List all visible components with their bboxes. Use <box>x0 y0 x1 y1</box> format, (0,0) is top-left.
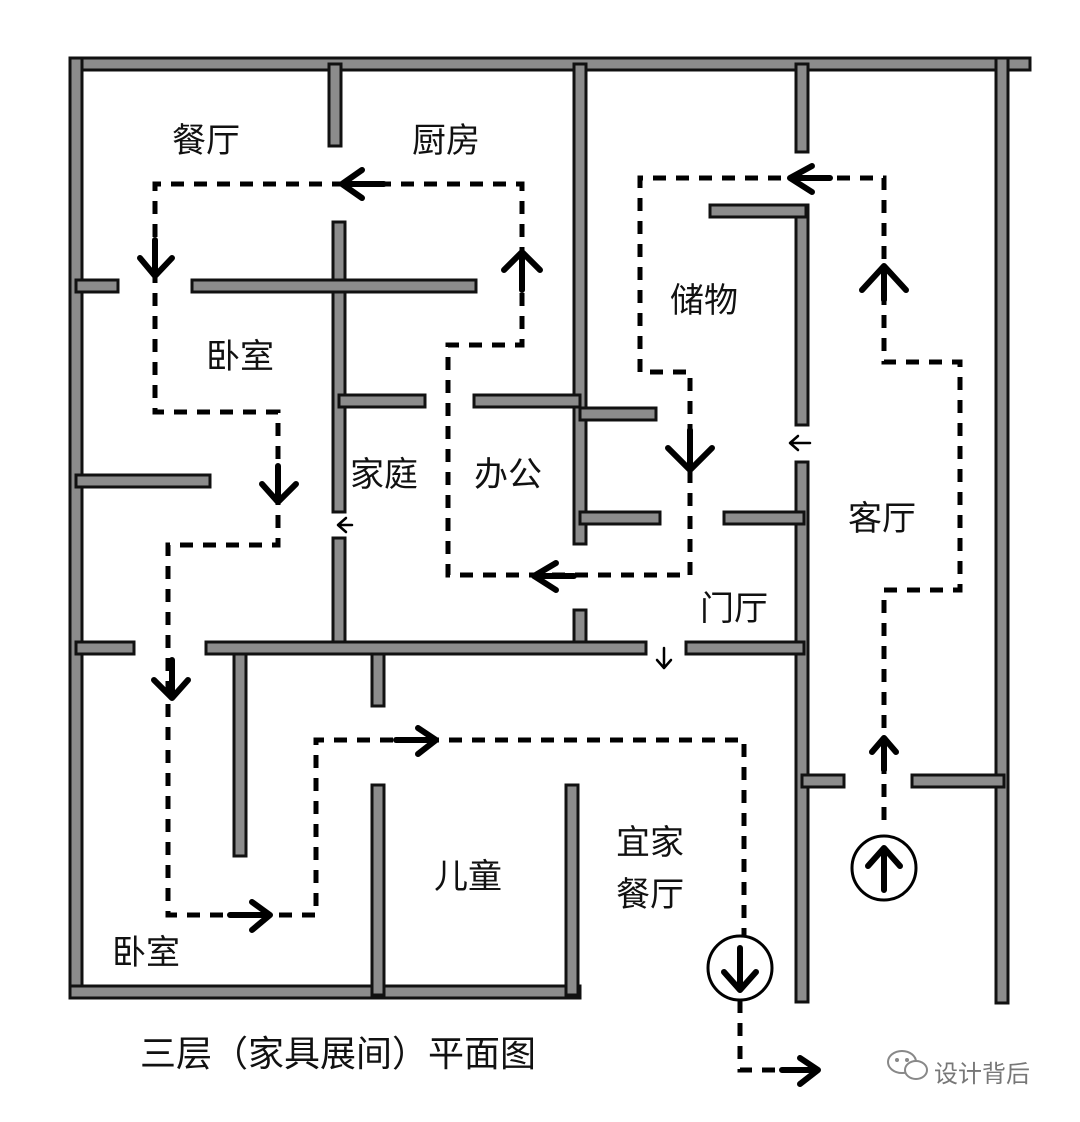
wall-v-corridor <box>794 62 810 154</box>
arrow-left-corridor-top <box>787 163 833 195</box>
wall-h-bed-top <box>190 278 478 294</box>
wall-left <box>68 56 84 1000</box>
label-foyer: 门厅 <box>700 589 768 629</box>
wall-v-corridor-lower <box>794 460 810 1004</box>
arrow-right-exit <box>779 1055 821 1087</box>
door-arrow-family <box>336 516 354 534</box>
direction-arrows <box>137 163 909 1087</box>
arrow-right-bed-lower <box>227 899 273 933</box>
watermark: 设计背后 <box>887 1050 1030 1088</box>
wechat-icon <box>887 1050 928 1080</box>
label-children: 儿童 <box>434 857 502 897</box>
arrow-down-family <box>259 463 299 505</box>
wall-v-storage <box>794 203 810 427</box>
watermark-text: 设计背后 <box>934 1060 1030 1088</box>
arrow-up-entry <box>869 735 899 773</box>
wall-v-stub <box>370 646 386 708</box>
label-bedroom-top: 卧室 <box>206 337 274 377</box>
circulation-path <box>152 175 963 1073</box>
wall-v-child-left <box>370 783 386 997</box>
wall-h-mid <box>204 640 648 656</box>
label-living: 客厅 <box>848 499 916 539</box>
wall-h-storage-top <box>708 203 808 219</box>
wall-h-family <box>337 393 427 409</box>
exit-marker <box>706 934 774 1002</box>
wall-h-office-r1 <box>578 406 658 422</box>
wall-h-office-r2 <box>578 510 662 526</box>
wall-h-foyer <box>722 510 806 526</box>
arrow-down-bedroom <box>137 237 175 279</box>
label-kitchen: 厨房 <box>412 121 480 161</box>
wall-v-family-upper <box>331 220 347 514</box>
path-exit <box>737 1000 800 1073</box>
exit-down-icon <box>721 945 759 993</box>
wall-h-left-1 <box>74 278 120 294</box>
arrow-down-storage <box>665 427 715 473</box>
walls <box>68 56 1032 1005</box>
label-office: 办公 <box>474 455 542 495</box>
plan-title: 三层（家具展间）平面图 <box>140 1034 536 1075</box>
label-ikea-restaurant-2: 餐厅 <box>616 875 684 915</box>
wall-h-office <box>472 393 582 409</box>
entry-marker <box>850 834 918 902</box>
wall-v-kitchen <box>327 62 343 148</box>
arrow-right-children <box>393 725 439 757</box>
wall-h-corridor-l <box>800 773 846 789</box>
door-arrow-corridor <box>788 434 812 452</box>
arrow-left-office <box>531 560 577 593</box>
wall-v-child-right <box>564 783 580 997</box>
wall-h-left-3 <box>74 640 136 656</box>
room-labels: 餐厅 厨房 储物 卧室 家庭 办公 客厅 门厅 儿童 宜家 餐厅 卧室 <box>112 121 916 973</box>
wall-h-left-2 <box>74 473 212 489</box>
wall-h-corridor-r <box>910 773 1006 789</box>
label-dining: 餐厅 <box>172 121 240 161</box>
arrow-down-bed-lower <box>151 657 191 701</box>
label-ikea-restaurant-1: 宜家 <box>616 823 684 863</box>
arrow-left-kitchen <box>339 167 387 201</box>
door-arrow-foyer <box>655 646 673 670</box>
wall-v-center <box>572 62 588 546</box>
arrow-up-office <box>501 249 543 293</box>
wall-v-bed-lower <box>232 646 248 858</box>
path-entry-to-living <box>152 175 963 985</box>
wall-h-foyer-r <box>684 640 806 656</box>
label-bedroom-bottom: 卧室 <box>112 933 180 973</box>
label-family: 家庭 <box>350 455 418 495</box>
label-storage: 储物 <box>670 281 738 321</box>
wall-top <box>68 56 1032 72</box>
wall-v-family-lower <box>331 536 347 648</box>
wall-bottom-left <box>68 984 582 1000</box>
wall-right <box>994 56 1010 1005</box>
door-arrows <box>336 434 812 670</box>
arrow-up-living <box>859 263 909 303</box>
entry-up-icon <box>865 845 903 893</box>
